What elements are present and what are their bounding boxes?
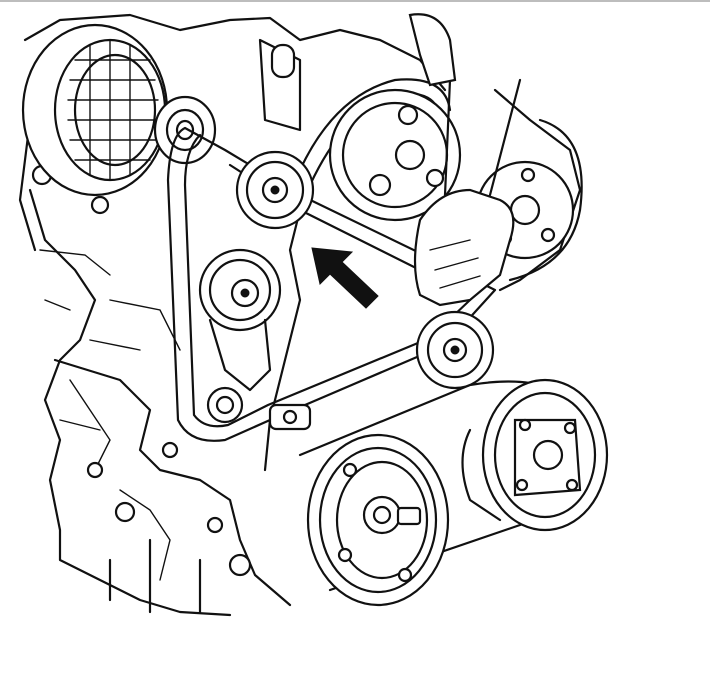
engine-block [18,13,583,617]
tensioner-icon [198,248,282,424]
power-steering-pulley [328,88,462,222]
alternator-icon [21,23,217,197]
hand-icon [408,13,522,307]
arrow-icon [311,247,379,309]
ac-compressor-pulley [461,378,609,532]
crankshaft-pulley [306,433,450,607]
idler-pulley-lower [268,310,495,431]
top-divider [0,0,710,2]
idler-pulley-upper [235,150,315,230]
